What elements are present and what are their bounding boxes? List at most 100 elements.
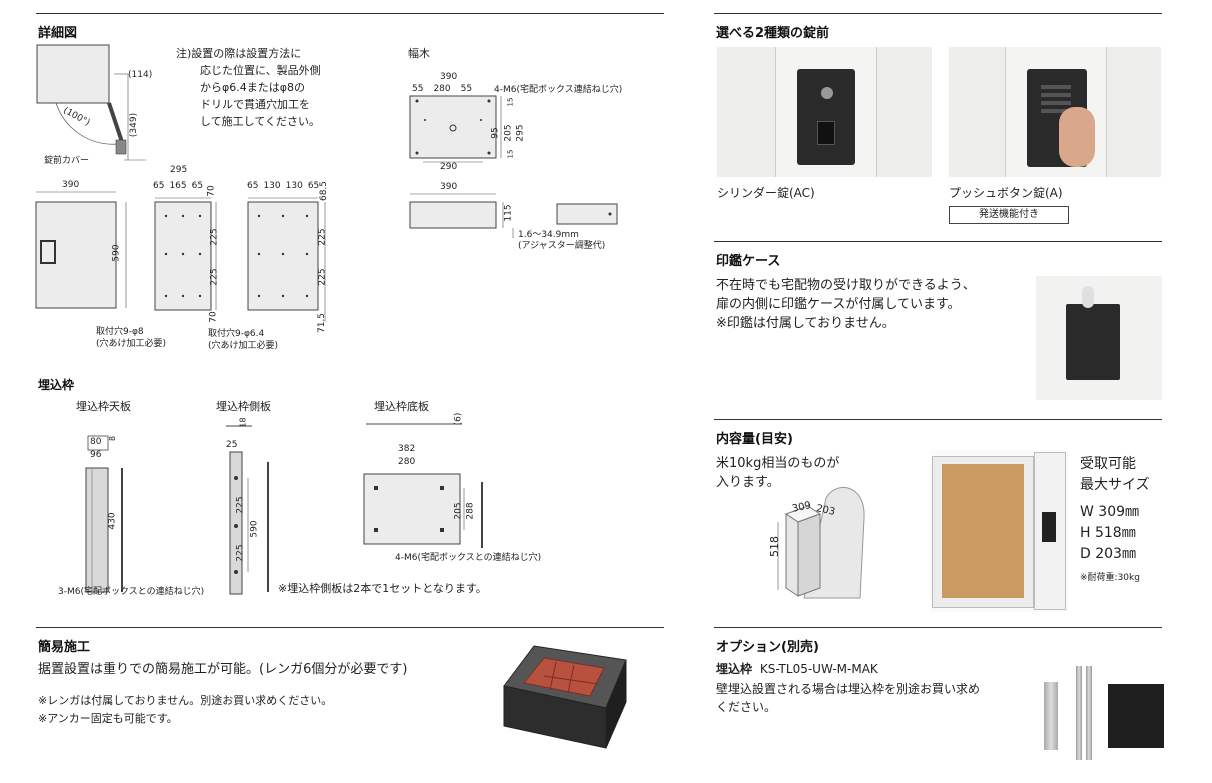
door-lock-icon xyxy=(1042,512,1056,542)
bb-r295: 295 xyxy=(515,124,526,142)
embed-d80: 80 xyxy=(90,437,102,447)
seal-case xyxy=(1066,304,1120,380)
option-bottom-plate xyxy=(1108,684,1164,748)
option-name: 埋込枠 xyxy=(716,662,753,676)
max-line-2: 最大サイズ xyxy=(1080,477,1150,493)
hole64-line2: (穴あけ加工必要) xyxy=(208,341,279,351)
back-view xyxy=(247,197,326,322)
cylinder-lock-label: シリンダー錠(AC) xyxy=(717,186,815,200)
side-225b: 225 xyxy=(209,268,220,286)
hole-note-8: 取付穴9-φ8 (穴あけ加工必要) xyxy=(96,326,166,350)
detail-title: 詳細図 xyxy=(38,26,78,41)
bb-w290: 290 xyxy=(440,162,458,172)
embed-title: 埋込枠 xyxy=(38,378,75,392)
size-h: H 518㎜ xyxy=(1080,525,1136,541)
push-button-lock-photo xyxy=(949,47,1161,177)
seal-line-3: ※印鑑は付属しておりません。 xyxy=(716,316,895,331)
lock-cover-label: 錠前カバー xyxy=(44,156,90,166)
seal-text: 不在時でも宅配物の受け取りができるよう、 扉の内側に印鑑ケースが付属しています。… xyxy=(716,276,976,333)
capacity-text: 米10kg相当のものが 入ります。 xyxy=(716,454,839,492)
embed-d430: 430 xyxy=(107,512,118,530)
seal-stamp xyxy=(1082,286,1094,308)
open-box-photo xyxy=(930,450,1068,612)
dim-114: (114) xyxy=(128,70,153,80)
note-line-4: ドリルで貫通穴加工を xyxy=(200,98,310,111)
embed-d225a: 225 xyxy=(235,496,246,514)
push-lock-label: プッシュボタン錠(A) xyxy=(949,186,1063,200)
seal-title: 印鑑ケース xyxy=(716,254,781,269)
rule-locks xyxy=(714,13,1162,14)
handle-icon xyxy=(817,121,835,145)
embed-screw4: 4-M6(宅配ボックスとの連結ねじ穴) xyxy=(395,553,542,563)
capacity-title: 内容量(目安) xyxy=(716,432,793,447)
bb-h115: 115 xyxy=(503,204,514,222)
embed-d225b: 225 xyxy=(235,544,246,562)
keyhole-icon xyxy=(821,87,833,99)
easy-title: 簡易施工 xyxy=(38,640,91,655)
rule-option xyxy=(714,627,1162,628)
door-swing-diagram xyxy=(36,44,146,161)
side-70b: 70 xyxy=(208,311,219,323)
brick-base-illustration xyxy=(503,645,627,749)
side-225a: 225 xyxy=(209,228,220,246)
option-title: オプション(別売) xyxy=(716,640,819,655)
embed-d205: 205 xyxy=(453,502,464,520)
bb-top-dims: 55 280 55 xyxy=(412,84,472,94)
embed-d25: 25 xyxy=(226,440,238,450)
install-note: 注)設置の際は設置方法に 応じた位置に、製品外側 からφ6.4またはφ8の ドリ… xyxy=(176,45,321,130)
load-note: ※耐荷重:30kg xyxy=(1080,573,1140,583)
easy-note-2: ※アンカー固定も可能です。 xyxy=(38,712,178,725)
easy-note-1: ※レンガは付属しておりません。別途お買い求めください。 xyxy=(38,694,333,707)
back-top-dims: 65 130 130 65 xyxy=(247,181,319,191)
shipping-badge: 発送機能付き xyxy=(949,206,1069,224)
embed-screw3: 3-M6(宅配ボックスとの連結ねじ穴) xyxy=(58,587,205,597)
front-view xyxy=(35,191,127,309)
bb-adjuster: 1.6〜34.9mm (アジャスター調整代) xyxy=(518,230,605,252)
bb-r15a: 15 xyxy=(506,97,515,107)
note-line-1: 注)設置の際は設置方法に xyxy=(176,47,302,60)
embed-top-plate xyxy=(85,435,123,593)
back-dim-1: 65 xyxy=(247,181,259,191)
embed-d280: 280 xyxy=(398,457,416,467)
bb-w390: 390 xyxy=(440,72,458,82)
option-line-1: 壁埋込設置される場合は埋込枠を別途お買い求め xyxy=(716,682,981,696)
capacity-d518: 518 xyxy=(768,536,781,557)
rule-detail xyxy=(36,13,664,14)
back-dim-3: 130 xyxy=(285,181,303,191)
finger-icon xyxy=(1059,107,1095,167)
note-line-5: して施工してください。 xyxy=(200,115,321,128)
embed-side-plate xyxy=(226,425,269,595)
side-width: 295 xyxy=(170,165,188,175)
cylinder-lock-photo xyxy=(717,47,932,177)
back-dim-2: 130 xyxy=(263,181,281,191)
back-dim-4: 65 xyxy=(307,181,320,191)
bb-adj-line1: 1.6〜34.9mm xyxy=(518,230,579,240)
locks-title: 選べる2種類の錠前 xyxy=(716,26,830,41)
side-top-dims: 65 165 65 xyxy=(153,181,203,191)
seal-case-photo xyxy=(1036,276,1162,400)
size-w: W 309㎜ xyxy=(1080,504,1140,520)
hole8-line1: 取付穴9-φ8 xyxy=(96,327,144,337)
rule-seal xyxy=(714,241,1162,242)
bb-dim-55a: 55 xyxy=(412,84,424,94)
embed-bottom-plate xyxy=(363,473,483,548)
open-door xyxy=(1034,452,1066,610)
bb-r15b: 15 xyxy=(506,149,515,159)
seal-line-2: 扉の内側に印鑑ケースが付属しています。 xyxy=(716,297,961,312)
note-line-3: からφ6.4またはφ8の xyxy=(200,81,306,94)
hole8-line2: (穴あけ加工必要) xyxy=(96,339,167,349)
option-side-plate-1 xyxy=(1076,666,1082,760)
hole64-line1: 取付穴9-φ6.4 xyxy=(208,329,265,339)
capacity-illustration xyxy=(777,486,865,599)
embed-d382: 382 xyxy=(398,444,416,454)
option-side-plate-2 xyxy=(1086,666,1092,760)
capacity-line-1: 米10kg相当のものが xyxy=(716,456,840,471)
embed-d288: 288 xyxy=(465,502,476,520)
embed-note: ※埋込枠側板は2本で1セットとなります。 xyxy=(278,582,487,595)
option-code: KS-TL05-UW-M-MAK xyxy=(759,662,878,676)
size-list: W 309㎜ H 518㎜ D 203㎜ xyxy=(1080,502,1139,565)
bb-adj-line2: (アジャスター調整代) xyxy=(518,241,606,251)
easy-lead: 据置設置は重りでの簡易施工が可能。(レンガ6個分が必要です) xyxy=(38,662,408,677)
rule-capacity xyxy=(714,419,1162,420)
embed-d96: 96 xyxy=(90,450,102,460)
